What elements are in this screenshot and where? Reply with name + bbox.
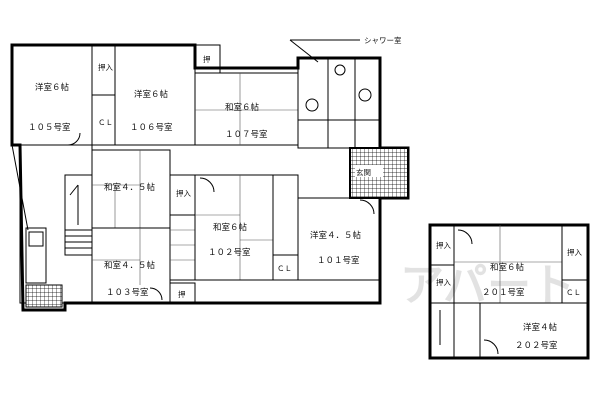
tatami-wa45a [92,150,141,228]
oshi-3-label: 押入 [176,188,191,198]
door-swing-2 [67,132,81,146]
room-202-name: ２０２号室 [515,340,558,351]
tatami-107 [195,73,298,145]
basin-icon-2 [305,98,319,112]
door-swing-1 [199,177,215,193]
cl-2-label: ＣＬ [277,264,292,273]
back-entrance-tiles [25,284,63,308]
genkan-label-bg [355,165,383,177]
oshi-1-label: 押入 [98,62,113,72]
oshi-7-label: 押入 [567,247,582,257]
room-106-name: １０６号室 [130,122,173,133]
door-swing-2f-2 [483,339,499,355]
room-202 [479,302,589,359]
storage-hatch-lines [170,229,195,261]
floor1: シャワー室 玄関 [10,35,410,312]
oshi-4 [169,282,196,304]
room-105-type: 洋室６帖 [35,82,70,93]
tatami-201 [454,225,562,303]
room-201-type: 和室６帖 [490,262,525,273]
wa45a-type: 和室４．５帖 [104,182,156,193]
room-107-name: １０７号室 [225,129,268,140]
staircase [64,174,93,256]
cl-3-label: ＣＬ [566,288,581,297]
toilet-icon [334,64,346,76]
room-107-type: 和室６帖 [225,102,260,113]
storage-hatched [169,214,196,281]
room-103-name: １０３号室 [106,287,149,298]
room-103-type: 和室４．５帖 [104,260,156,271]
genkan-label: 玄関 [356,167,371,177]
shower-label: シャワー室 [364,35,402,45]
door-swing-2f-1 [457,229,473,245]
shower-leader-line [289,39,319,63]
room-201-name: ２０１号室 [482,287,525,298]
oshi-4-label: 押 [178,289,186,299]
stair-2f [429,302,455,359]
room-106-type: 洋室６帖 [134,89,169,100]
room-102-type: 和室６帖 [213,222,248,233]
floor2: 押入 押入 和室６帖 ２０１号室 押入 ＣＬ 洋室４帖 ２０２号室 [428,223,590,360]
room-102-name: １０２号室 [208,247,251,258]
sink-icon [28,231,44,247]
basin-icon [358,88,372,102]
oshi-5-label: 押入 [436,240,451,250]
room-101-type: 洋室４．５帖 [310,230,362,241]
tatami-103 [92,228,141,285]
oshi-6-label: 押入 [436,277,451,287]
door-swing-3 [149,287,163,301]
cl-1-label: ＣＬ [98,118,113,127]
tatami-102 [195,175,273,280]
oshi-2-label: 押 [203,54,211,64]
room-105-name: １０５号室 [28,122,71,133]
floor1-outer-wall [10,43,410,312]
shower-area [297,57,381,149]
door-swing-4 [359,199,375,215]
kitchen-counter [25,227,47,284]
corridor-left [19,144,93,304]
room-202-type: 洋室４帖 [523,322,558,333]
room-101-name: １０１号室 [317,255,360,266]
